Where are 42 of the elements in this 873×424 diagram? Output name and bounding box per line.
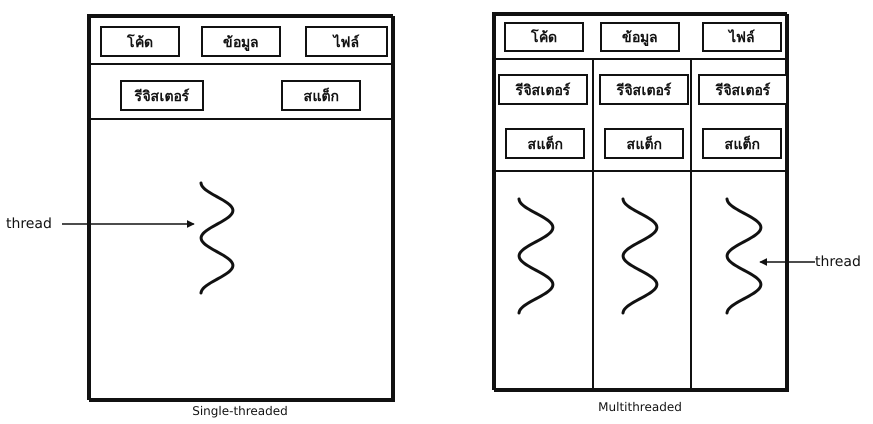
arrow [62,220,195,228]
segment-label: สแต็ก [528,134,562,154]
segment-box [599,74,689,105]
segment-box [505,128,585,159]
segment-label: สแต็ก [304,86,338,106]
segment-label: รีจิสเตอร์ [616,82,672,100]
thread-column [690,58,789,392]
segment-label: รีจิสเตอร์ [716,82,770,100]
segment-box [281,80,361,111]
thread-label: thread [815,254,861,270]
segment-box [498,74,588,105]
process-band [89,118,395,402]
segment-label: สแต็ก [724,134,760,154]
segment-box [698,74,788,105]
segment-label: โค้ด [127,33,153,52]
segment-box [600,22,680,52]
process-frame [492,12,787,390]
process-band [89,63,395,120]
caption: Single-threaded [192,404,288,418]
segment-label: รีจิสเตอร์ [516,82,570,100]
caption: Multithreaded [598,400,682,414]
process-band [494,14,789,60]
segment-box [100,26,180,57]
segment-label: สแต็ก [626,134,662,154]
process-frame [87,14,393,400]
process-band [89,16,395,65]
segment-box [120,80,204,111]
segment-box [702,128,782,159]
segment-box [305,26,388,57]
thread-column [494,58,594,392]
segment-label: รีจิสเตอร์ [134,88,190,106]
segment-box [201,26,281,57]
segment-box [604,128,684,159]
segment-label: ข้อมูล [223,34,259,52]
thread-label: thread [6,216,52,232]
segment-label: ไฟล์ [334,33,360,52]
segment-label: ข้อมูล [622,29,658,48]
arrow [759,258,815,266]
segment-label: โค้ด [531,28,557,48]
segment-label: ไฟล์ [729,28,755,48]
segment-box [702,22,782,52]
segment-box [504,22,584,52]
